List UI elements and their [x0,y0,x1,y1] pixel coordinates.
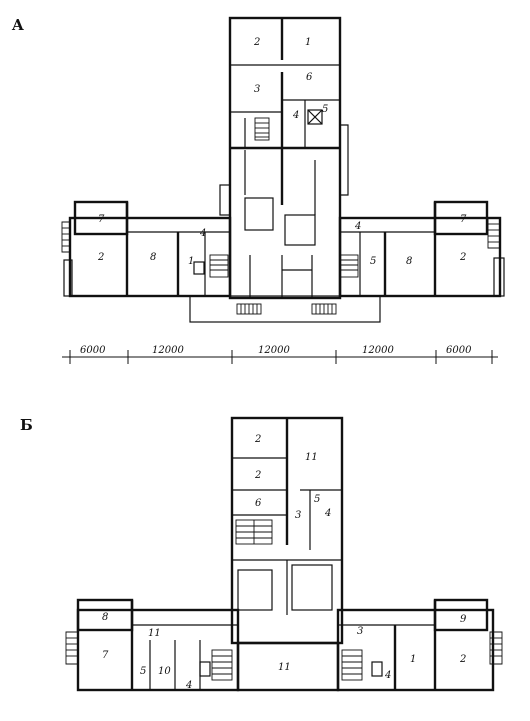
plan-b-core-room [237,569,273,611]
plan-a-room-number: 8 [150,252,156,263]
plan-b-room-number: 5 [140,666,146,677]
plan-a-stair [254,117,270,141]
plan-a-stair [209,254,229,278]
plan-a-room-number: 1 [188,256,194,267]
plan-b-room-number: 6 [255,498,262,509]
dimension-line: 6000 12000 12000 12000 6000 [62,345,498,364]
plan-a-room-number: 7 [98,214,105,225]
dimension-label: 12000 [362,345,394,356]
plan-b-room-number: 2 [459,654,466,665]
plan-a-room-number: 4 [199,228,206,239]
plan-a-room-number: 5 [370,256,376,267]
plan-b-room-number: 8 [102,612,108,623]
dimension-label: 6000 [80,345,106,356]
plan-a-porch [189,295,381,323]
plan-b-room-number: 4 [185,680,192,691]
plan-a-stair [61,221,71,253]
plan-a-room-number: 2 [97,252,104,263]
dimension-label: 12000 [152,345,184,356]
plan-b-lift [199,661,211,677]
plan-a-room-number: 7 [460,214,467,225]
plan-b-room-number: 3 [295,510,301,521]
plan-a-stair [339,254,359,278]
plan-a: A [11,16,505,323]
plan-a-room-number: 2 [253,37,260,48]
plan-b-room-number: 5 [314,494,320,505]
plan-a-stair [487,217,501,249]
plan-a-room-number: 4 [292,110,299,121]
plan-a-room-number: 1 [305,37,311,48]
plan-a-left-wing [68,216,232,298]
plan-a-room-number: 2 [459,252,466,263]
plan-b-lift [371,661,383,677]
dimension-label: 6000 [446,345,472,356]
plan-b-stair [211,649,233,681]
plan-b-room-number: 3 [357,626,363,637]
plan-b-room-number: 4 [324,508,331,519]
plan-b-room-number: 2 [254,470,261,481]
plan-b-room-number: 7 [102,650,109,661]
plan-b-room-number: 10 [158,666,171,677]
plan-b-room-number: 2 [254,434,261,445]
plan-a-room-number: 8 [406,256,412,267]
plan-a-lift [193,261,205,275]
plan-a-label: A [11,16,24,34]
plan-b-stair [235,519,273,545]
plan-b-room-number: 11 [305,452,318,463]
plan-b-stair [341,649,363,681]
plan-b-stair [489,631,503,665]
plan-b-room-number: 4 [384,670,391,681]
plan-b-room-number: 11 [278,662,291,673]
plan-a-bay [219,184,231,216]
plan-b-label: Б [20,416,33,434]
plan-a-bay [340,124,349,196]
plan-b-stair [65,631,79,665]
dimension-label: 12000 [258,345,290,356]
plan-a-bay [493,257,505,297]
plan-a-room-number: 5 [322,104,328,115]
plan-a-tower [228,16,342,300]
plan-a-core-room [284,214,316,246]
plan-b-core-room [291,564,333,611]
plan-a-lift [307,109,323,125]
plan-a-room-number: 6 [306,72,313,83]
plan-b-room-number: 9 [460,614,467,625]
plan-a-right-wing [338,216,502,298]
plan-a-lift [307,109,323,125]
plan-b: Б [20,416,503,692]
plan-a-entry-steps [236,303,337,315]
plan-a-room-number: 3 [254,84,260,95]
plan-a-core-room [244,197,274,231]
plan-a-room-number: 4 [354,221,361,232]
plan-b-room-number: 11 [148,628,161,639]
plan-b-room-number: 1 [410,654,416,665]
plan-a-bay [63,259,73,297]
